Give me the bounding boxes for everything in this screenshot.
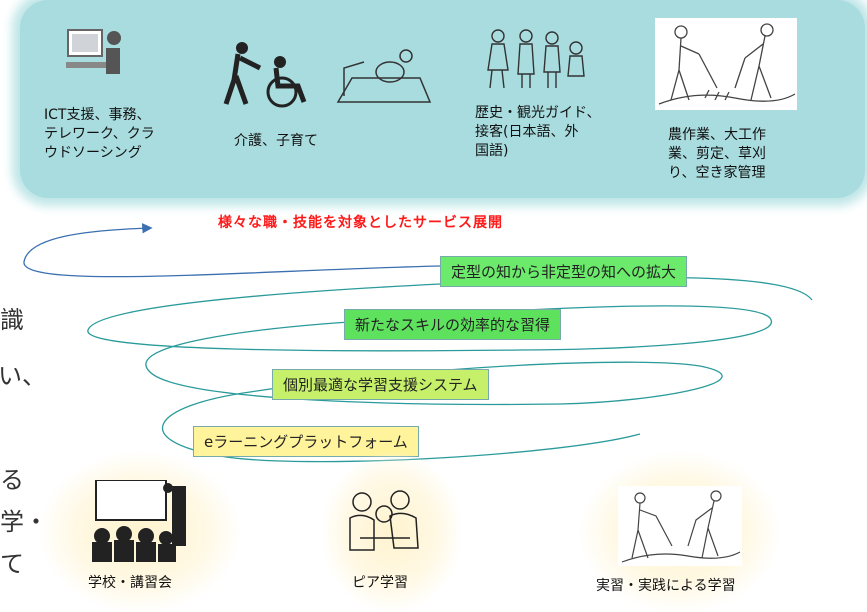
learning-caption-peer: ピア学習 xyxy=(352,575,408,591)
edge-text-3: る xyxy=(0,466,24,494)
care-wheelchair-illustration xyxy=(220,40,322,108)
childcare-bed-illustration xyxy=(334,48,432,104)
edge-text-2: い、 xyxy=(0,362,46,390)
computer-work-illustration xyxy=(64,24,128,80)
practice-farming-illustration xyxy=(618,486,742,566)
edge-text-1: 識 xyxy=(0,306,24,334)
tour-guide-illustration xyxy=(480,26,590,90)
farming-illustration xyxy=(655,18,797,110)
edge-text-5: て xyxy=(0,550,24,578)
lecture-illustration xyxy=(90,480,190,562)
peer-learning-illustration xyxy=(340,488,428,556)
step-expansion-box: 定型の知から非定型の知への拡大 xyxy=(440,256,688,287)
learning-caption-practice: 実習・実践による学習 xyxy=(596,578,736,594)
step-personalized-support-box: 個別最適な学習支援システム xyxy=(272,369,489,400)
step-skill-acquisition-box: 新たなスキルの効率的な習得 xyxy=(344,309,562,340)
category-caption-care: 介護、子育て xyxy=(234,133,318,149)
service-expansion-banner: 様々な職・技能を対象としたサービス展開 xyxy=(218,215,503,231)
category-caption-farming: 農作業、大工作 業、剪定、草刈 り、空き家管理 xyxy=(668,127,766,181)
category-caption-ict: ICT支援、事務、 テレワーク、クラ ウドソーシング xyxy=(44,107,155,161)
step-elearning-platform-box: eラーニングプラットフォーム xyxy=(193,426,419,457)
learning-caption-school: 学校・講習会 xyxy=(88,575,172,591)
category-caption-guide: 歴史・観光ガイド、 接客(日本語、外 国語) xyxy=(475,105,601,159)
